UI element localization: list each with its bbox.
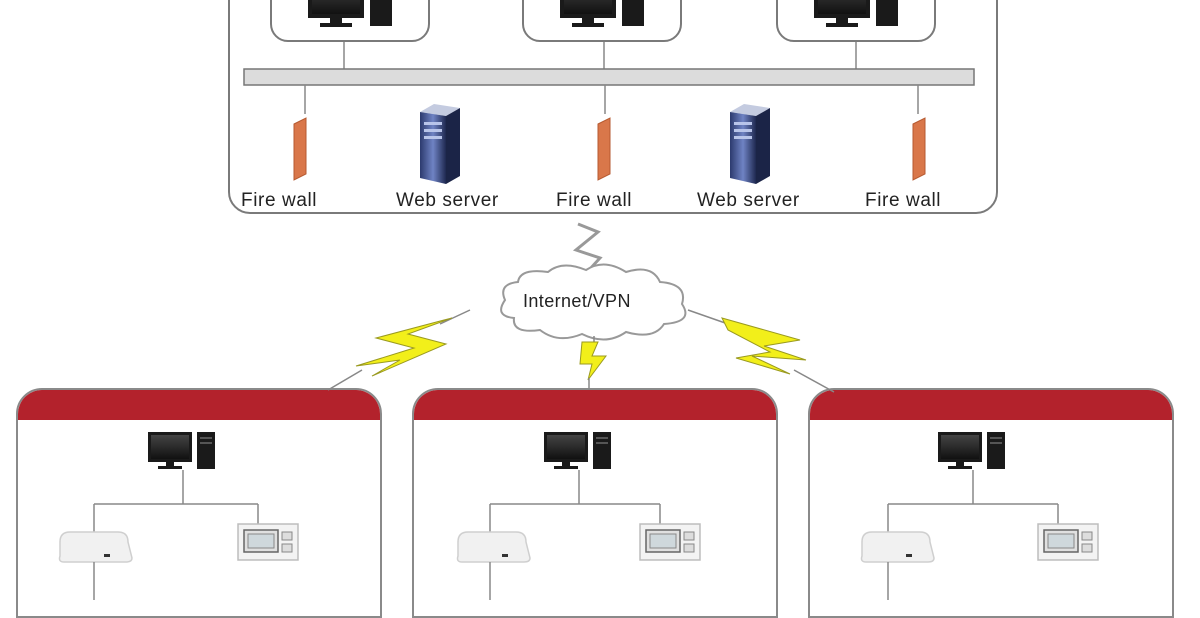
web-server-icon-2 (730, 104, 770, 184)
lightning-site-2 (579, 336, 607, 390)
router-icon (456, 531, 531, 563)
workstation-icon-1 (308, 0, 392, 27)
remote-site-1 (16, 388, 382, 618)
router-icon (860, 531, 935, 563)
network-bus (243, 68, 975, 86)
diagram-graphics (58, 0, 1099, 600)
lightning-site-3 (687, 309, 835, 393)
site-pc-icon (938, 432, 1005, 469)
firewall-label-1: Fire wall (241, 190, 318, 211)
controller-panel-icon (237, 523, 299, 561)
router-icon (58, 531, 133, 563)
site-pc-icon (148, 432, 215, 469)
site-header-bar (414, 390, 776, 420)
firewall-icon-2 (597, 117, 611, 181)
web-server-icon-1 (420, 104, 460, 184)
remote-site-3 (808, 388, 1174, 618)
web-server-label-1: Web server (396, 190, 499, 211)
site-header-bar (18, 390, 380, 420)
lightning-site-1 (327, 309, 471, 391)
site-1-devices (58, 432, 299, 600)
firewall-icon-1 (293, 117, 307, 181)
controller-panel-icon (639, 523, 701, 561)
workstation-icon-3 (814, 0, 898, 27)
web-server-label-2: Web server (697, 190, 800, 211)
remote-site-2 (412, 388, 778, 618)
site-3-devices (860, 432, 1099, 600)
internet-cloud (500, 263, 687, 341)
firewall-label-3: Fire wall (865, 190, 942, 211)
network-diagram: Fire wall Web server Fire wall Web serve… (16, 0, 1174, 618)
cloud-label: Internet/VPN (523, 291, 631, 311)
site-header-bar (810, 390, 1172, 420)
site-2-devices (456, 432, 701, 600)
workstation-icon-2 (560, 0, 644, 27)
firewall-label-2: Fire wall (556, 190, 633, 211)
firewall-icon-3 (912, 117, 926, 181)
controller-panel-icon (1037, 523, 1099, 561)
site-pc-icon (544, 432, 611, 469)
